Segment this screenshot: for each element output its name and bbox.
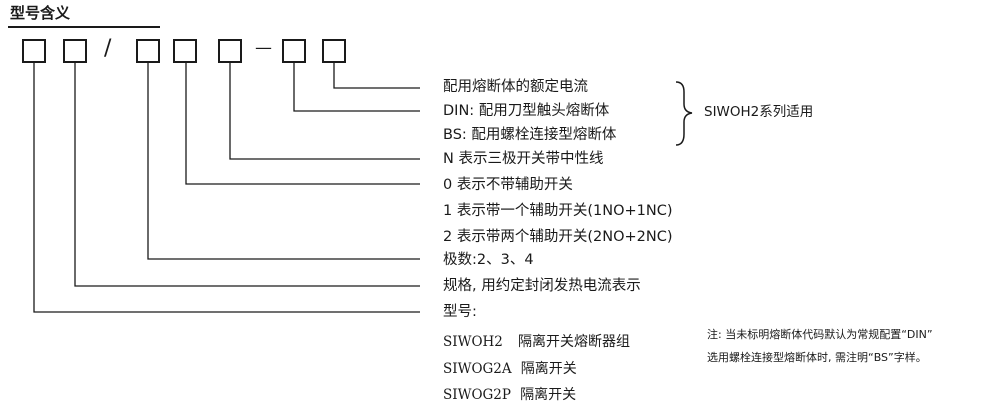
model-desc: 隔离开关 [520, 361, 577, 377]
leader-model [33, 62, 420, 313]
code-slash: / [104, 36, 112, 61]
label-aux-0: 0 表示不带辅助开关 [443, 177, 573, 193]
label-din: DIN: 配用刀型触头熔断体 [443, 103, 610, 119]
model-code: SIWOG2P [443, 387, 511, 403]
note-line-1: 注: 当未标明熔断体代码默认为常规配置“DIN” [707, 328, 933, 341]
leader-neutral [229, 62, 420, 160]
leader-spec [74, 62, 420, 287]
code-box-poles [136, 39, 160, 63]
label-rated-current: 配用熔断体的额定电流 [443, 79, 588, 95]
label-spec: 规格, 用约定封闭发热电流表示 [443, 278, 641, 294]
label-aux-2: 2 表示带两个辅助开关(2NO+2NC) [443, 229, 673, 245]
label-poles: 极数:2、3、4 [443, 252, 534, 268]
code-box-aux [173, 39, 197, 63]
model-desc: 隔离开关 [520, 387, 577, 403]
leader-rated-current [333, 62, 420, 89]
note-line-2: 选用螺栓连接型熔断体时, 需注明“BS”字样。 [707, 351, 927, 364]
model-desc: 隔离开关熔断器组 [517, 334, 630, 350]
code-box-fuse-type [282, 39, 306, 63]
model-code: SIWOG2A [443, 361, 512, 377]
label-model: 型号: [443, 304, 477, 320]
leader-fuse-type [293, 62, 420, 112]
model-code: SIWOH2 [443, 334, 503, 350]
right-brace [675, 81, 693, 146]
code-box-current [322, 39, 346, 63]
leader-aux [185, 62, 420, 185]
model-row: SIWOG2P 隔离开关 [443, 386, 576, 403]
code-box-neutral [218, 39, 242, 63]
code-dash: — [255, 38, 272, 58]
model-row: SIWOG2A 隔离开关 [443, 360, 577, 377]
diagram-title: 型号含义 [10, 4, 71, 22]
bracket-label: SIWOH2系列适用 [704, 104, 814, 120]
label-bs: BS: 配用螺栓连接型熔断体 [443, 127, 617, 143]
code-box-model [22, 39, 46, 63]
label-aux-1: 1 表示带一个辅助开关(1NO+1NC) [443, 203, 673, 219]
code-box-spec [63, 39, 87, 63]
model-row: SIWOH2 隔离开关熔断器组 [443, 333, 630, 350]
leader-poles [147, 62, 420, 260]
label-neutral: N 表示三极开关带中性线 [443, 151, 604, 167]
